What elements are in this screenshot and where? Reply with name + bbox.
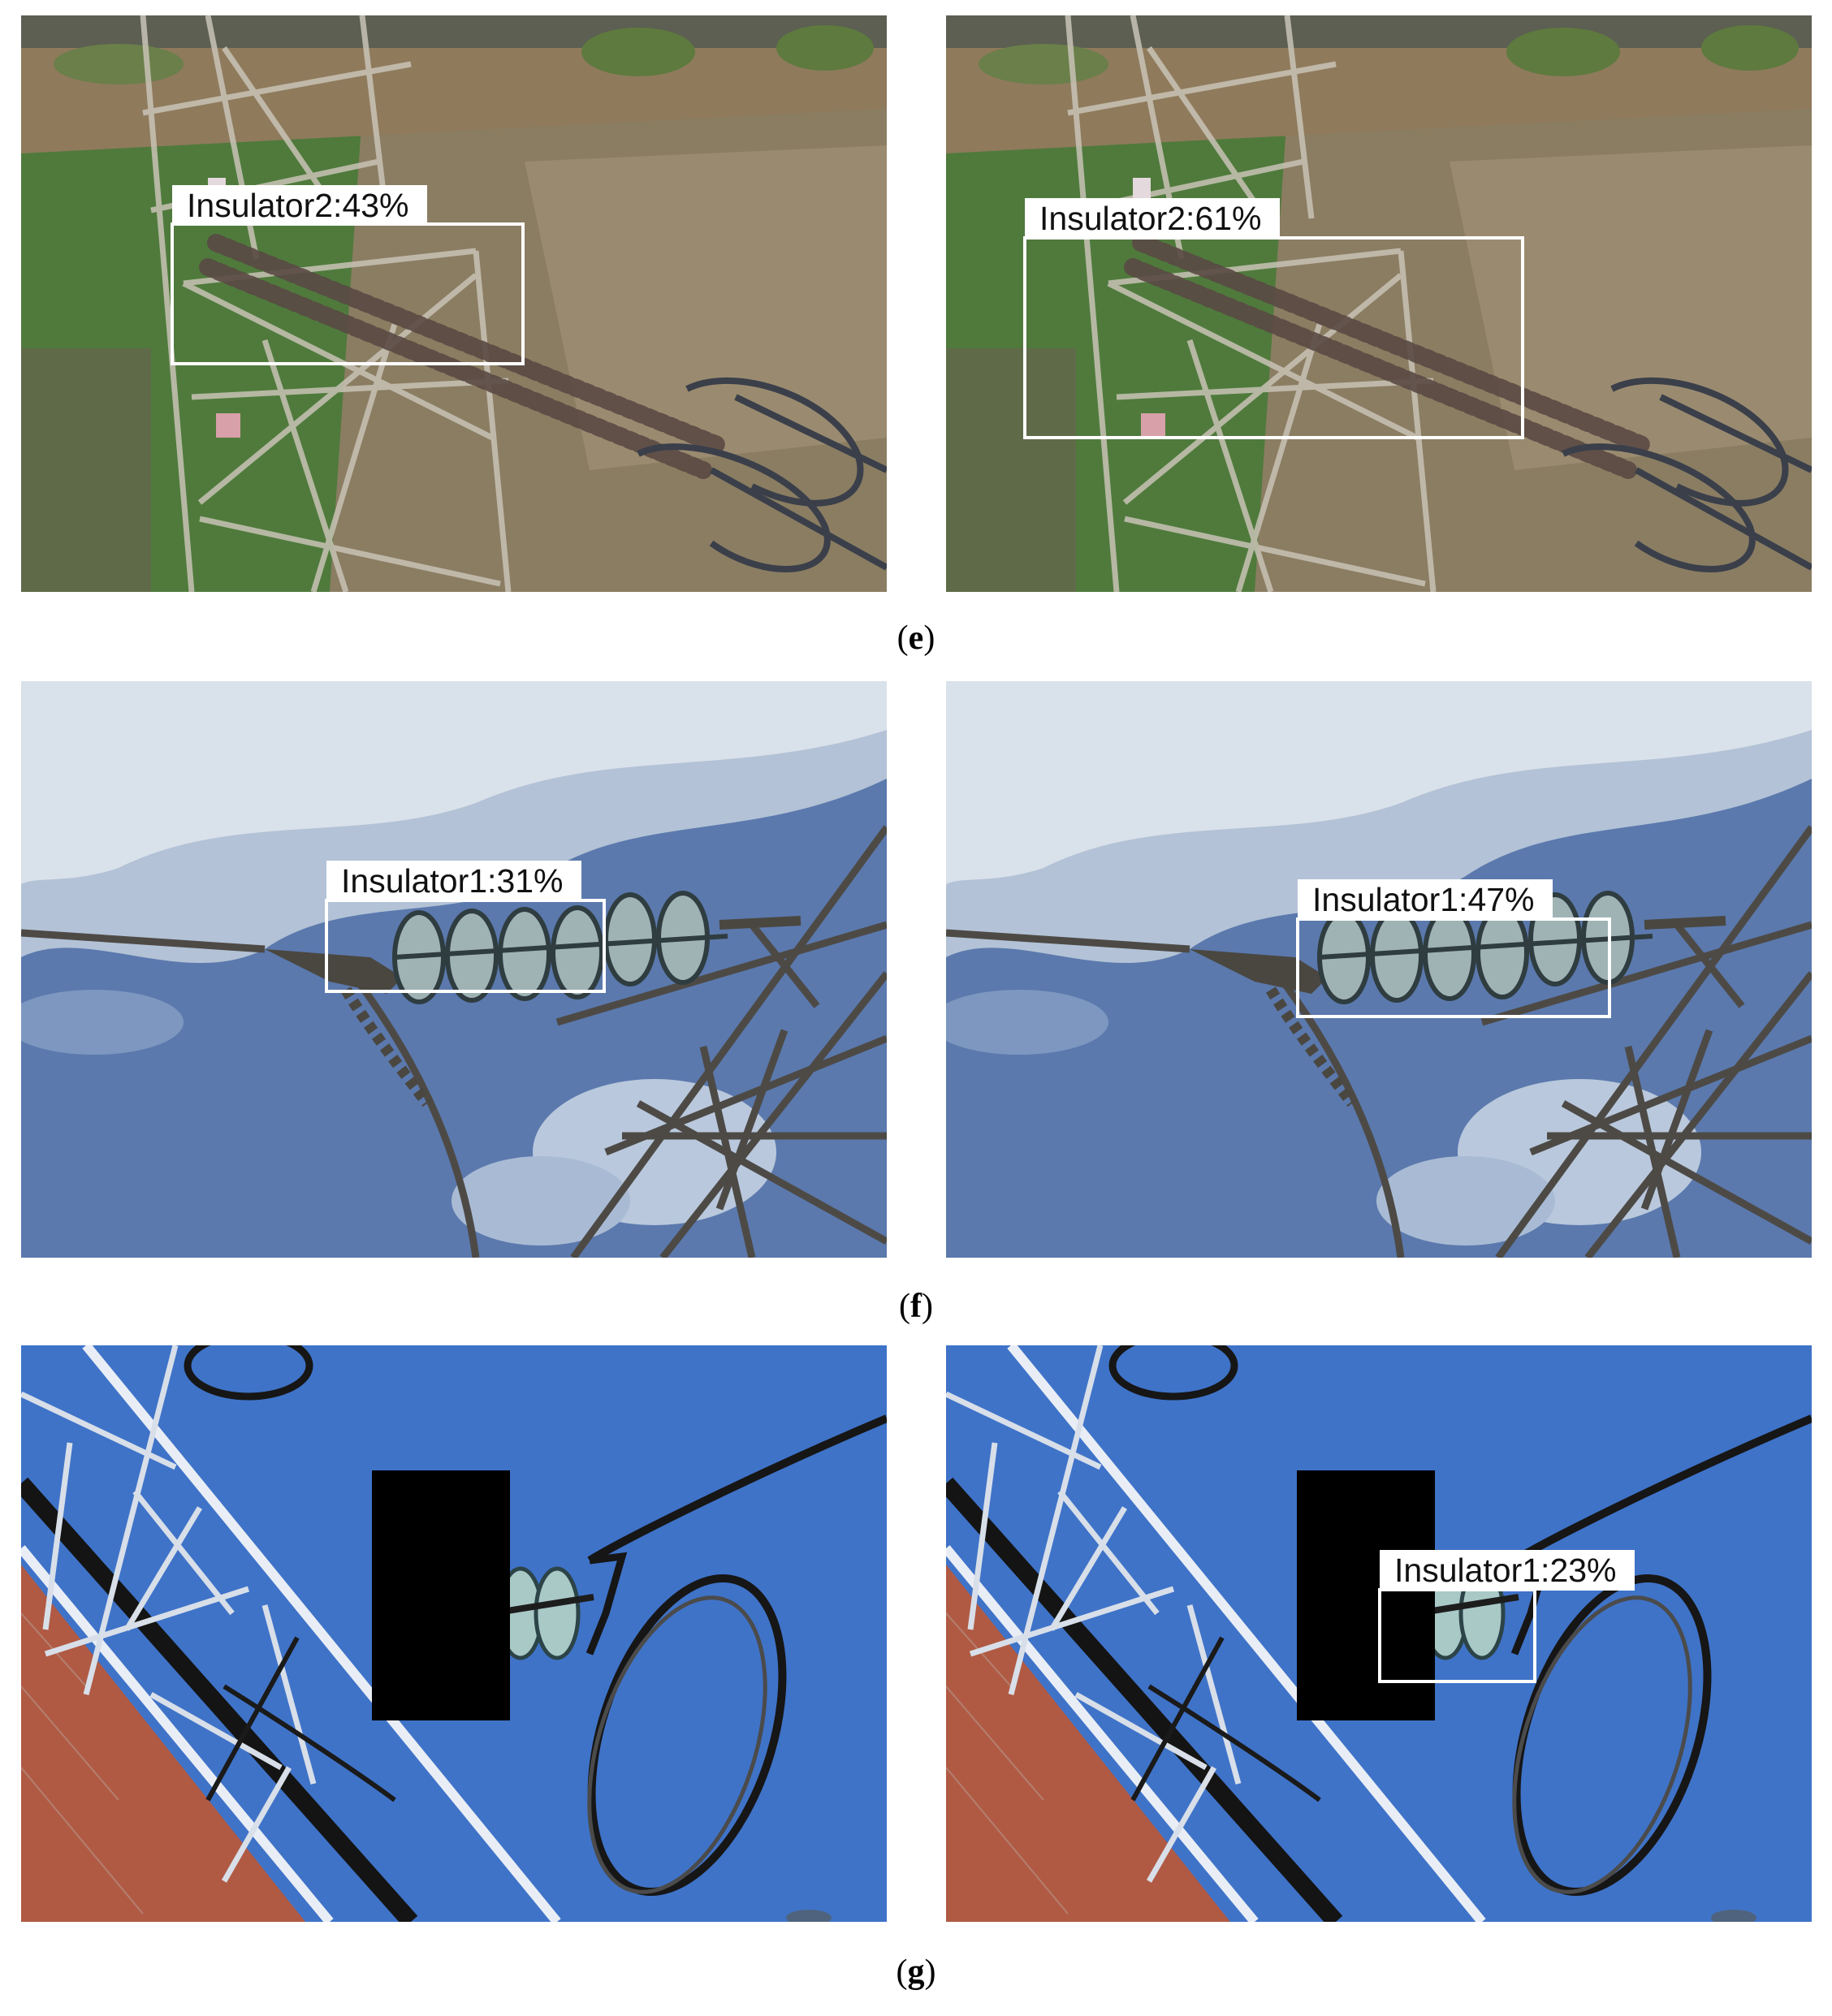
caption-g: (g) bbox=[896, 1953, 936, 1991]
detection-label: Insulator1:23% bbox=[1380, 1550, 1635, 1591]
occlusion-patch bbox=[372, 1470, 510, 1720]
image-panel-e-left: Insulator2:43% bbox=[21, 15, 887, 592]
image-panel-f-left: Insulator1:31% bbox=[21, 681, 887, 1258]
detection-label: Insulator1:47% bbox=[1298, 879, 1553, 920]
image-panel-g-left bbox=[21, 1345, 887, 1922]
caption-e: (e) bbox=[897, 619, 935, 657]
detection-label: Insulator2:61% bbox=[1025, 198, 1280, 239]
image-panel-f-right: Insulator1:47% bbox=[946, 681, 1812, 1258]
occlusion-patch bbox=[1297, 1470, 1435, 1720]
detection-box bbox=[171, 222, 525, 365]
detection-label: Insulator1:31% bbox=[326, 861, 581, 901]
detection-box bbox=[1296, 917, 1611, 1018]
image-panel-g-right: Insulator1:23% bbox=[946, 1345, 1812, 1922]
detection-box bbox=[1378, 1588, 1536, 1683]
image-panel-e-right: Insulator2:61% bbox=[946, 15, 1812, 592]
detection-box bbox=[1023, 236, 1524, 439]
caption-f: (f) bbox=[899, 1288, 933, 1325]
detection-box bbox=[325, 899, 606, 993]
detection-label: Insulator2:43% bbox=[172, 185, 427, 226]
